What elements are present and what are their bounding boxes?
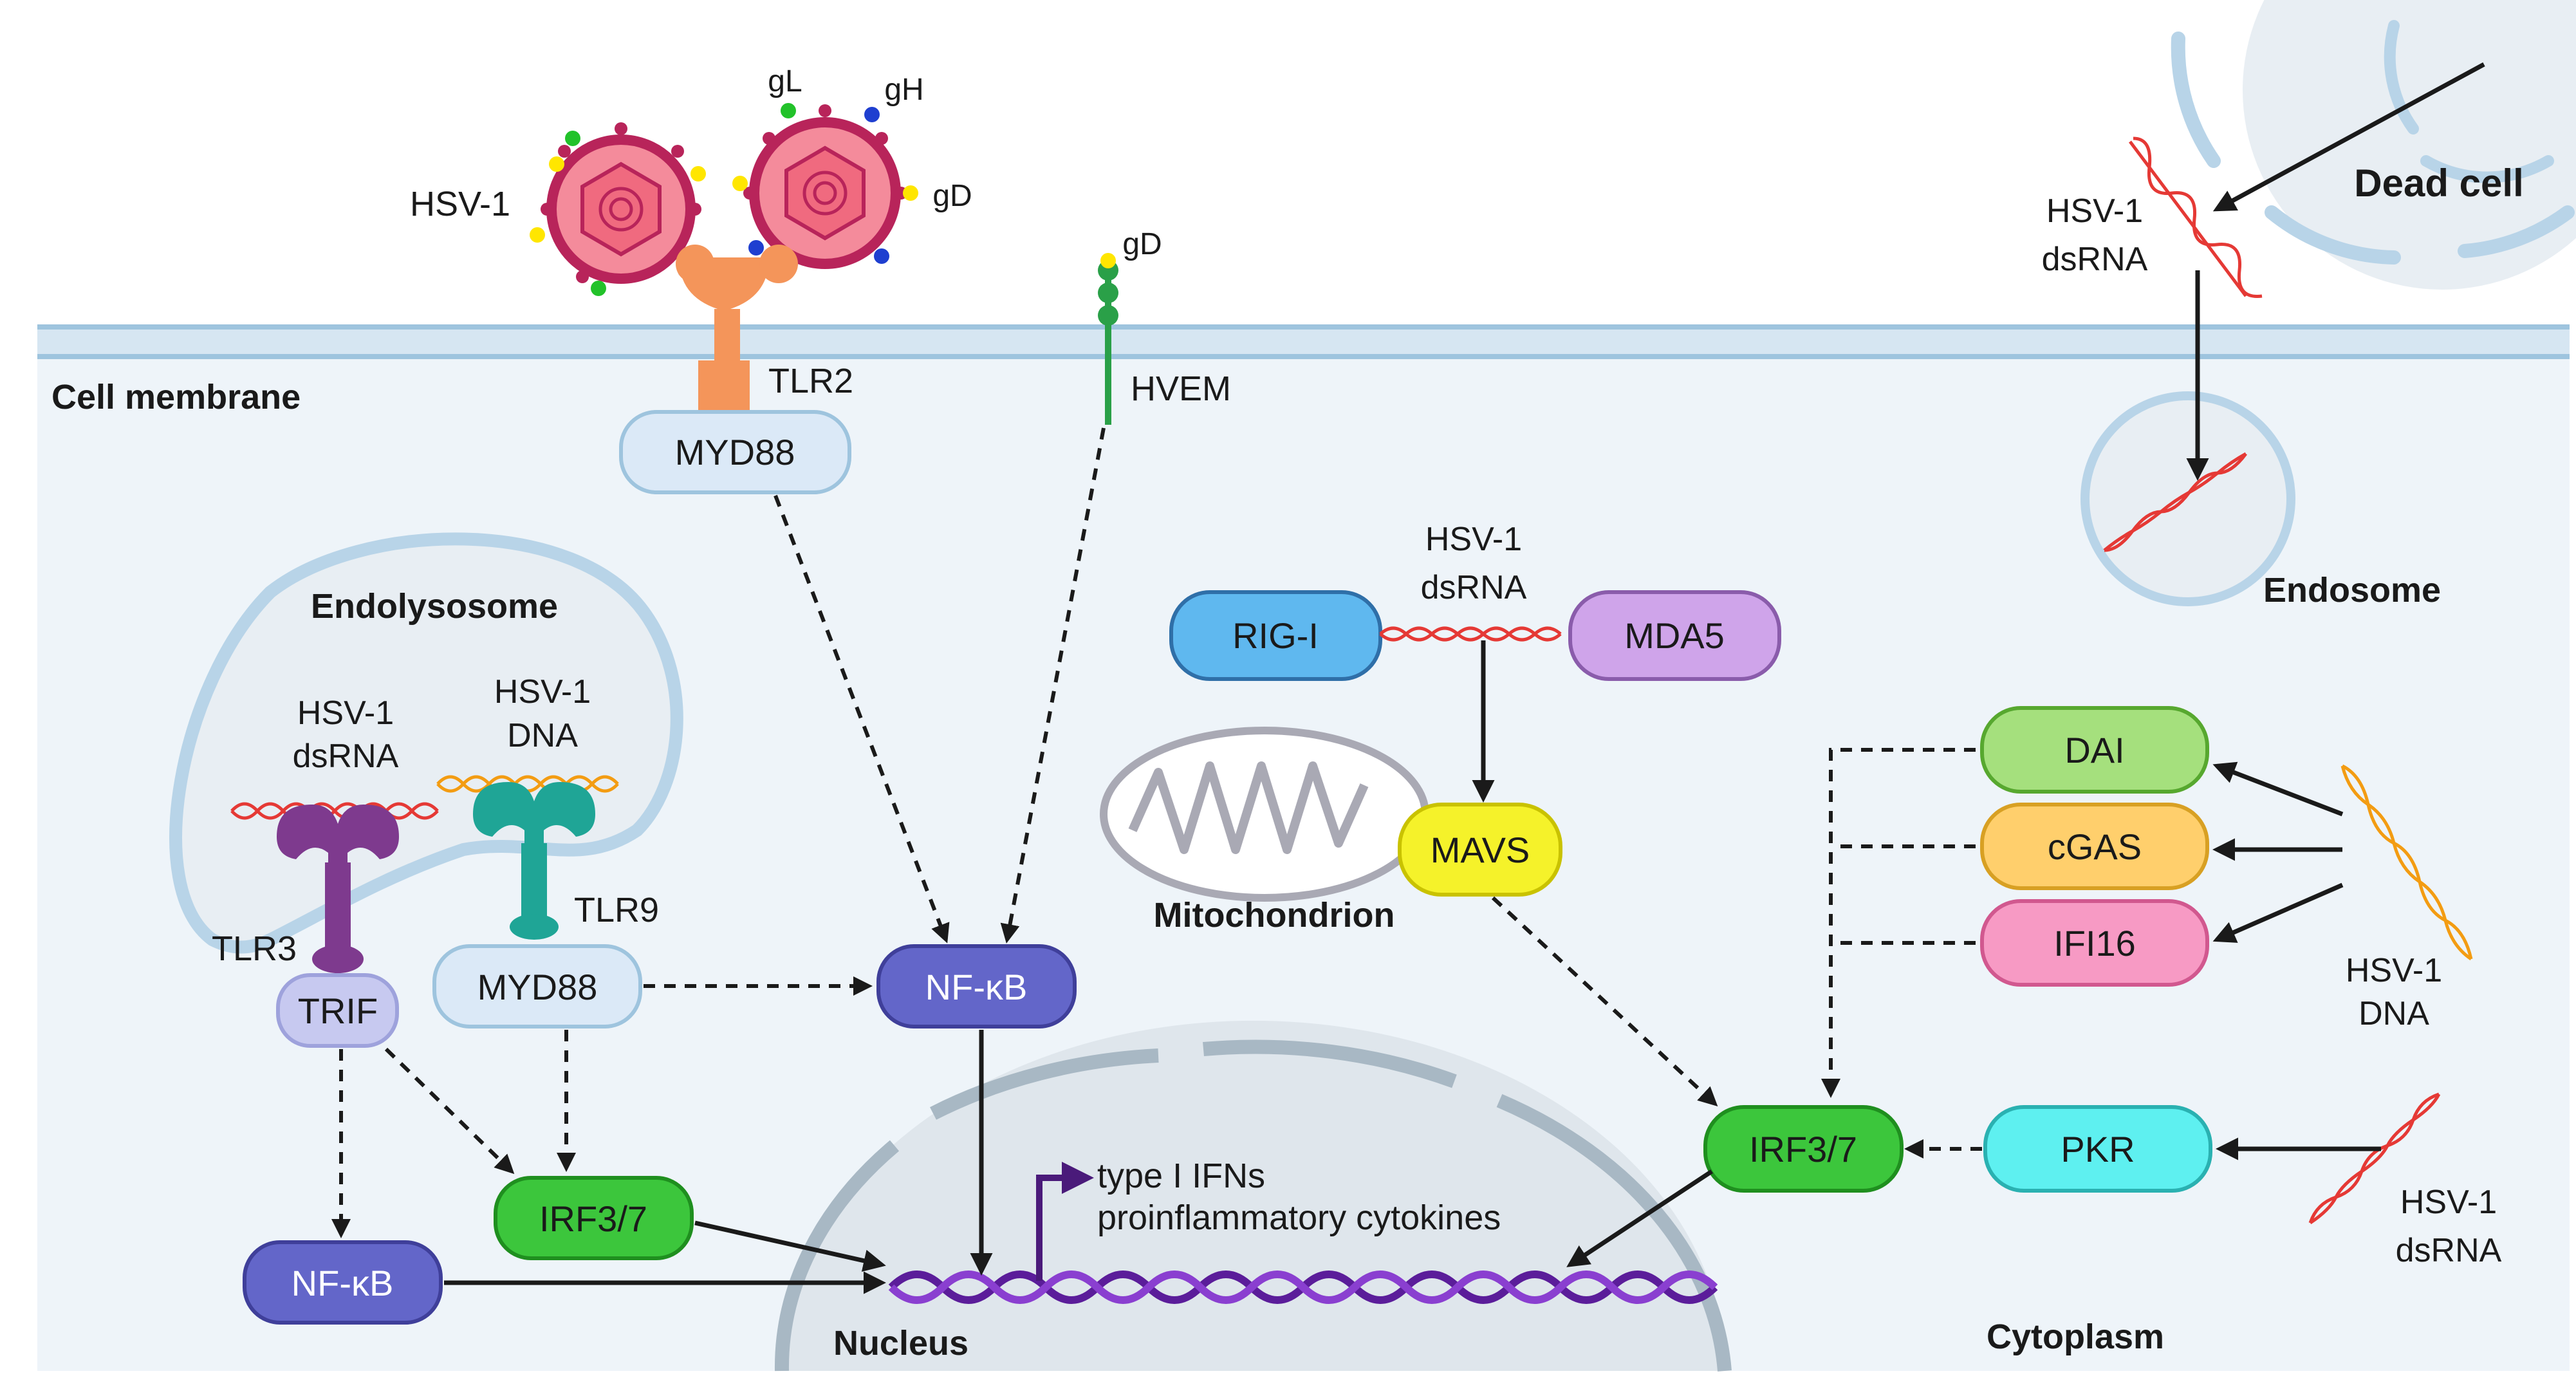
arrow-trif-to-irf bbox=[384, 1047, 515, 1175]
rigi-node: RIG-I bbox=[1169, 590, 1382, 681]
cell-membrane-label: Cell membrane bbox=[51, 378, 301, 416]
tlr9-label: TLR9 bbox=[574, 891, 659, 929]
arrow-myd88top-to-nfkb bbox=[774, 494, 950, 944]
hvem-label: HVEM bbox=[1131, 369, 1231, 408]
gl-label: gL bbox=[768, 64, 802, 98]
ifi16-node: IFI16 bbox=[1980, 899, 2209, 987]
hsv1-virion-label: HSV-1 bbox=[410, 185, 510, 223]
tlr3-label: TLR3 bbox=[212, 929, 297, 968]
myd88-lower-label: MYD88 bbox=[477, 967, 598, 1007]
nfkb-center-label: NF-κB bbox=[925, 967, 1028, 1007]
dead-cell: Dead cell bbox=[2171, 0, 2576, 290]
top-dsrna-label-2: dsRNA bbox=[2042, 241, 2148, 278]
dead-cell-label: Dead cell bbox=[2354, 162, 2523, 205]
myd88-top-label: MYD88 bbox=[675, 432, 795, 472]
bottom-dsrna bbox=[2308, 1092, 2441, 1225]
output-ifn-label: type I IFNs bbox=[1097, 1157, 1265, 1195]
transcription-arrow bbox=[1036, 1162, 1094, 1281]
rigi-label: RIG-I bbox=[1232, 615, 1319, 656]
extracellular-region bbox=[37, 19, 2570, 327]
tlr3-receptor bbox=[277, 805, 399, 973]
mid-dsrna-label-1: HSV-1 bbox=[1425, 521, 1522, 558]
dai-label: DAI bbox=[2064, 730, 2124, 770]
mitochondrion-label: Mitochondrion bbox=[1154, 896, 1395, 935]
pkr-label: PKR bbox=[2061, 1129, 2135, 1169]
tlr2-receptor bbox=[676, 245, 798, 412]
right-dna-label-2: DNA bbox=[2358, 995, 2429, 1032]
endo-dna-label-1: HSV-1 bbox=[494, 673, 591, 711]
endosome bbox=[2080, 391, 2295, 606]
genomic-dna bbox=[888, 1271, 1718, 1304]
irf37-right-node: IRF3/7 bbox=[1703, 1105, 1904, 1193]
top-dsrna bbox=[2129, 136, 2263, 298]
myd88-lower-node: MYD88 bbox=[432, 944, 642, 1029]
endo-dna-label-2: DNA bbox=[507, 717, 578, 754]
cgas-label: cGAS bbox=[2048, 826, 2142, 867]
bottom-dsrna-label-2: dsRNA bbox=[2396, 1232, 2502, 1269]
mavs-node: MAVS bbox=[1398, 803, 1562, 897]
mid-dsrna-label-2: dsRNA bbox=[1421, 569, 1527, 606]
mda5-node: MDA5 bbox=[1568, 590, 1781, 681]
arrow-mavs-to-irf bbox=[1491, 896, 1718, 1107]
hsv1-virion-right bbox=[732, 103, 918, 270]
mid-dsrna bbox=[1379, 626, 1562, 642]
irf37-left-node: IRF3/7 bbox=[494, 1176, 694, 1260]
nucleus-label: Nucleus bbox=[833, 1324, 968, 1363]
right-dna bbox=[2340, 764, 2473, 961]
mda5-label: MDA5 bbox=[1624, 615, 1725, 656]
hvem-receptor bbox=[1098, 253, 1118, 425]
nfkb-center-node: NF-κB bbox=[876, 944, 1077, 1029]
myd88-top-node: MYD88 bbox=[619, 410, 851, 494]
pkr-node: PKR bbox=[1983, 1105, 2212, 1193]
cgas-node: cGAS bbox=[1980, 803, 2209, 890]
mavs-label: MAVS bbox=[1431, 830, 1530, 870]
arrow-irf-right-to-dna bbox=[1566, 1169, 1713, 1267]
arrow-dna-to-dai bbox=[2212, 761, 2344, 817]
right-dna-label-1: HSV-1 bbox=[2346, 952, 2442, 989]
arrow-dna-to-ifi16 bbox=[2212, 882, 2344, 943]
arrow-deadcell-to-dsrna bbox=[2212, 62, 2485, 212]
trif-label: TRIF bbox=[298, 991, 378, 1031]
endo-dsrna bbox=[230, 802, 439, 820]
dai-node: DAI bbox=[1980, 706, 2209, 794]
trif-node: TRIF bbox=[276, 973, 399, 1048]
nfkb-left-node: NF-κB bbox=[243, 1240, 443, 1325]
endosome-label: Endosome bbox=[2263, 571, 2441, 610]
ifi16-label: IFI16 bbox=[2053, 923, 2136, 963]
endo-dsrna-label-1: HSV-1 bbox=[297, 694, 394, 732]
endolysosome-label: Endolysosome bbox=[311, 587, 558, 626]
endo-dsrna-label-2: dsRNA bbox=[293, 738, 399, 775]
tlr2-label: TLR2 bbox=[768, 362, 853, 400]
tlr9-receptor bbox=[473, 782, 595, 940]
arrow-hvem-to-nfkb bbox=[1000, 427, 1106, 944]
gh-label: gH bbox=[884, 73, 923, 107]
gd-hvem-label: gD bbox=[1122, 227, 1162, 261]
arrow-dna-sensors-to-irf bbox=[1821, 748, 1976, 1098]
mitochondrion bbox=[1100, 727, 1429, 902]
nucleus bbox=[774, 1020, 1732, 1372]
arrow-irf-left-to-dna bbox=[694, 1220, 886, 1272]
cytoplasm-label: Cytoplasm bbox=[1987, 1317, 2164, 1356]
nfkb-left-label: NF-κB bbox=[292, 1263, 394, 1303]
bottom-dsrna-label-1: HSV-1 bbox=[2400, 1184, 2497, 1221]
top-dsrna-label-1: HSV-1 bbox=[2046, 192, 2143, 230]
hsv1-virion-left bbox=[530, 122, 706, 296]
gd-virion-label: gD bbox=[932, 179, 972, 213]
irf37-right-label: IRF3/7 bbox=[1749, 1129, 1857, 1169]
cell-membrane bbox=[37, 324, 2570, 359]
output-cytokines-label: proinflammatory cytokines bbox=[1097, 1198, 1501, 1237]
irf37-left-label: IRF3/7 bbox=[539, 1198, 647, 1239]
